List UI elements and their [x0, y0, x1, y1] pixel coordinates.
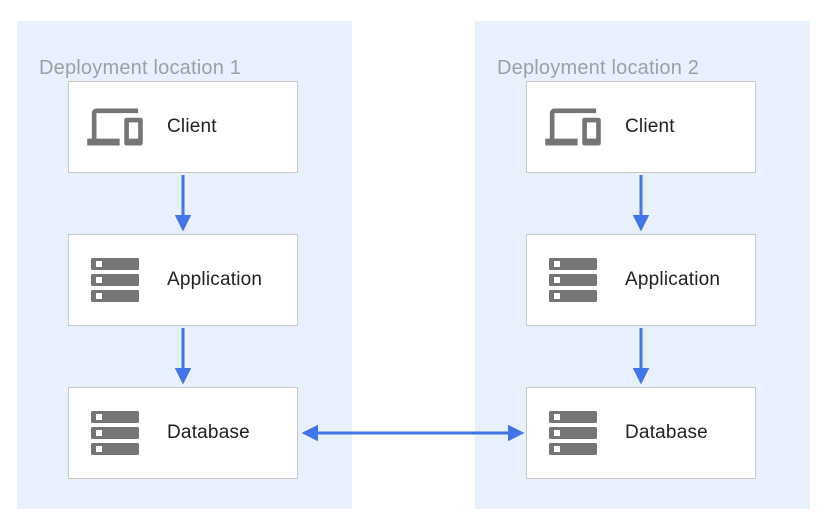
server-icon	[87, 411, 143, 455]
devices-icon	[87, 105, 143, 149]
node-client: Client	[526, 81, 756, 173]
panel-title: Deployment location 2	[497, 57, 700, 79]
node-label: Database	[625, 422, 708, 443]
node-database: Database	[526, 387, 756, 479]
node-application: Application	[526, 234, 756, 326]
server-icon	[87, 258, 143, 302]
server-icon	[545, 258, 601, 302]
node-label: Application	[625, 269, 721, 290]
node-label: Application	[167, 269, 263, 290]
panel-title: Deployment location 1	[39, 57, 242, 79]
node-label: Client	[167, 116, 217, 137]
node-application: Application	[68, 234, 298, 326]
node-database: Database	[68, 387, 298, 479]
deployment-location-2-panel: Deployment location 2 Client	[475, 21, 810, 509]
node-label: Client	[625, 116, 675, 137]
node-label: Database	[167, 422, 250, 443]
deployment-location-1-panel: Deployment location 1 Client	[17, 21, 352, 509]
server-icon	[545, 411, 601, 455]
devices-icon	[545, 105, 601, 149]
node-client: Client	[68, 81, 298, 173]
